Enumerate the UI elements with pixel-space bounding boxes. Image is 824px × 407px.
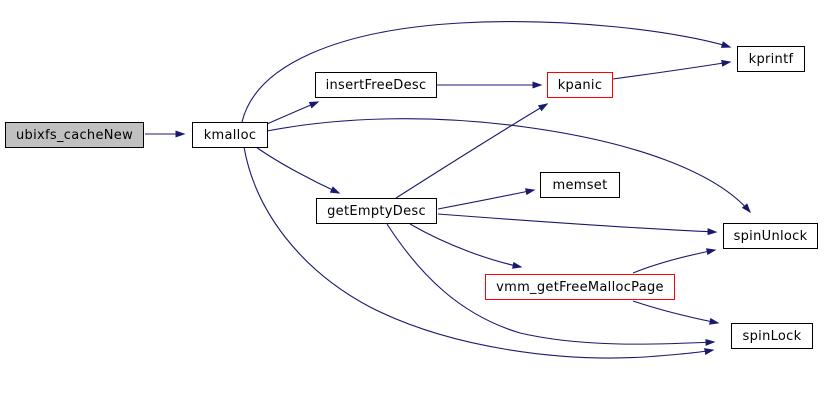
edge-getEmptyDesc-to-memset [437,188,536,210]
edge-getEmptyDesc-to-vmm_getFreeMallocPage [409,223,523,269]
edge-kpanic-to-kprintf [612,59,732,80]
node-kprintf[interactable]: kprintf [737,46,805,72]
node-kmalloc[interactable]: kmalloc [192,122,268,148]
edge-kmalloc-to-spinUnlock [266,118,751,214]
edge-vmm_getFreeMallocPage-to-spinLock [632,300,720,325]
edge-kmalloc-to-spinLock [243,146,715,359]
edge-getEmptyDesc-to-spinLock [386,223,716,346]
edge-kmalloc-to-getEmptyDesc [255,146,341,194]
node-ubixfs_cacheNew[interactable]: ubixfs_cacheNew [5,122,144,148]
edge-kmalloc-to-kprintf [241,21,732,123]
edge-group [145,21,751,359]
edge-kmalloc-to-insertFreeDesc [266,101,320,125]
node-getEmptyDesc[interactable]: getEmptyDesc [316,198,437,224]
node-kpanic[interactable]: kpanic [547,72,613,98]
edge-getEmptyDesc-to-kpanic [395,103,549,199]
node-spinUnlock[interactable]: spinUnlock [723,223,818,249]
node-vmm_getFreeMallocPage[interactable]: vmm_getFreeMallocPage [485,274,675,300]
node-memset[interactable]: memset [540,172,620,198]
node-insertFreeDesc[interactable]: insertFreeDesc [315,72,437,98]
node-spinLock[interactable]: spinLock [731,323,813,349]
edge-getEmptyDesc-to-spinUnlock [437,213,718,236]
edge-vmm_getFreeMallocPage-to-spinUnlock [632,248,717,274]
